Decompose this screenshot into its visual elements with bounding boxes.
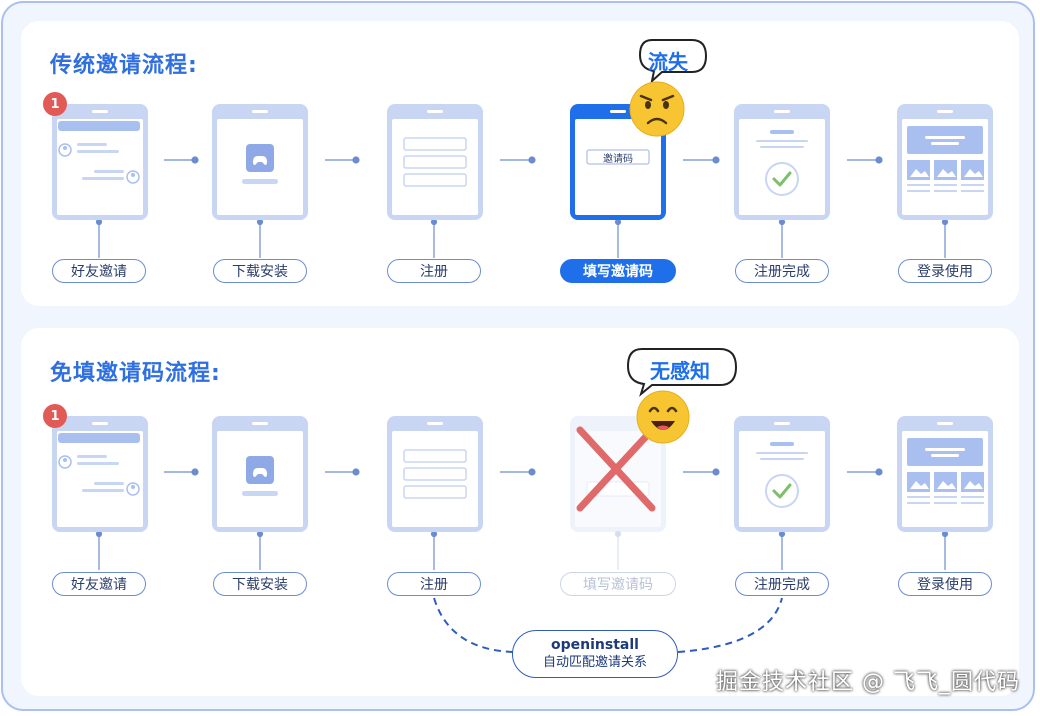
phone-friend-invite-top bbox=[52, 104, 148, 220]
phone-download-top bbox=[212, 104, 308, 220]
step-label-register-complete: 注册完成 bbox=[735, 259, 829, 283]
phone-login-use-top bbox=[897, 104, 993, 220]
openinstall-label: openinstall bbox=[551, 637, 639, 654]
openinstall-match-box: openinstall 自动匹配邀请关系 bbox=[512, 630, 678, 678]
sad-face-icon bbox=[630, 82, 684, 136]
phone-register-complete-top bbox=[734, 104, 830, 220]
step-label-login-use: 登录使用 bbox=[898, 572, 992, 596]
auto-match-curve-right bbox=[678, 598, 782, 652]
phone-register-top bbox=[387, 104, 483, 220]
phone-login-use-bottom bbox=[897, 416, 993, 532]
step-label-register: 注册 bbox=[387, 572, 481, 596]
step-badge-top: 1 bbox=[43, 92, 67, 116]
watermark: 掘金技术社区 @ 飞飞_圆代码 bbox=[716, 664, 1020, 696]
bubble-text-loss: 流失 bbox=[648, 46, 688, 75]
bubble-text-unaware: 无感知 bbox=[650, 355, 710, 384]
step-badge-bottom: 1 bbox=[43, 404, 67, 428]
phone-register-complete-bottom bbox=[734, 416, 830, 532]
phone-friend-invite-bottom bbox=[52, 416, 148, 532]
happy-face-icon bbox=[637, 391, 689, 443]
step-label-fill-invite-code-skipped: 填写邀请码 bbox=[560, 572, 676, 596]
step-label-friend-invite: 好友邀请 bbox=[52, 572, 146, 596]
step-label-register: 注册 bbox=[387, 259, 481, 283]
phone-download-bottom bbox=[212, 416, 308, 532]
step-label-download-install: 下载安装 bbox=[213, 259, 307, 283]
phone-register-bottom bbox=[387, 416, 483, 532]
step-label-download-install: 下载安装 bbox=[213, 572, 307, 596]
invite-code-field: 邀请码 bbox=[587, 150, 649, 165]
step-label-fill-invite-code: 填写邀请码 bbox=[560, 259, 676, 283]
auto-match-curve-left bbox=[434, 598, 514, 652]
step-label-register-complete: 注册完成 bbox=[735, 572, 829, 596]
auto-match-label: 自动匹配邀请关系 bbox=[543, 654, 647, 671]
faded-connector bbox=[616, 532, 621, 571]
step-label-friend-invite: 好友邀请 bbox=[52, 259, 146, 283]
step-label-login-use: 登录使用 bbox=[898, 259, 992, 283]
